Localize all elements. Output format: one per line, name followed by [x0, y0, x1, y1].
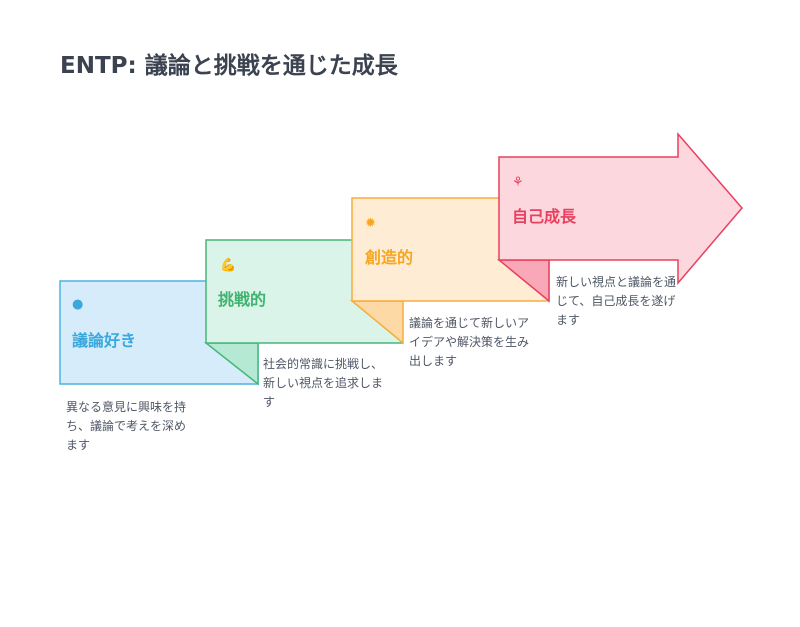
step-4-label: 自己成長	[512, 207, 577, 226]
step-2-description: 社会的常識に挑戦し、新しい視点を追求します	[263, 357, 384, 409]
step-2-label: 挑戦的	[218, 290, 267, 309]
step-1-description: 異なる意見に興味を持ち、議論で考えを深めます	[66, 400, 187, 452]
brain-sparkle-icon: ✹	[365, 216, 376, 231]
head-gear-icon: ●	[72, 297, 84, 312]
step-1-label: 議論好き	[72, 331, 137, 350]
flexed-arm-icon: 💪	[220, 258, 237, 273]
step-3-label: 創造的	[365, 248, 414, 267]
step-3-description: 議論を通じて新しいアイデアや解決策を生み出します	[409, 316, 530, 368]
step-4-description: 新しい視点と議論を通じて、自己成長を遂げます	[556, 275, 677, 327]
runner-icon: ⚘	[512, 175, 524, 190]
page-title: ENTP: 議論と挑戦を通じた成長	[60, 53, 398, 79]
step-4-arrow	[498, 131, 743, 286]
